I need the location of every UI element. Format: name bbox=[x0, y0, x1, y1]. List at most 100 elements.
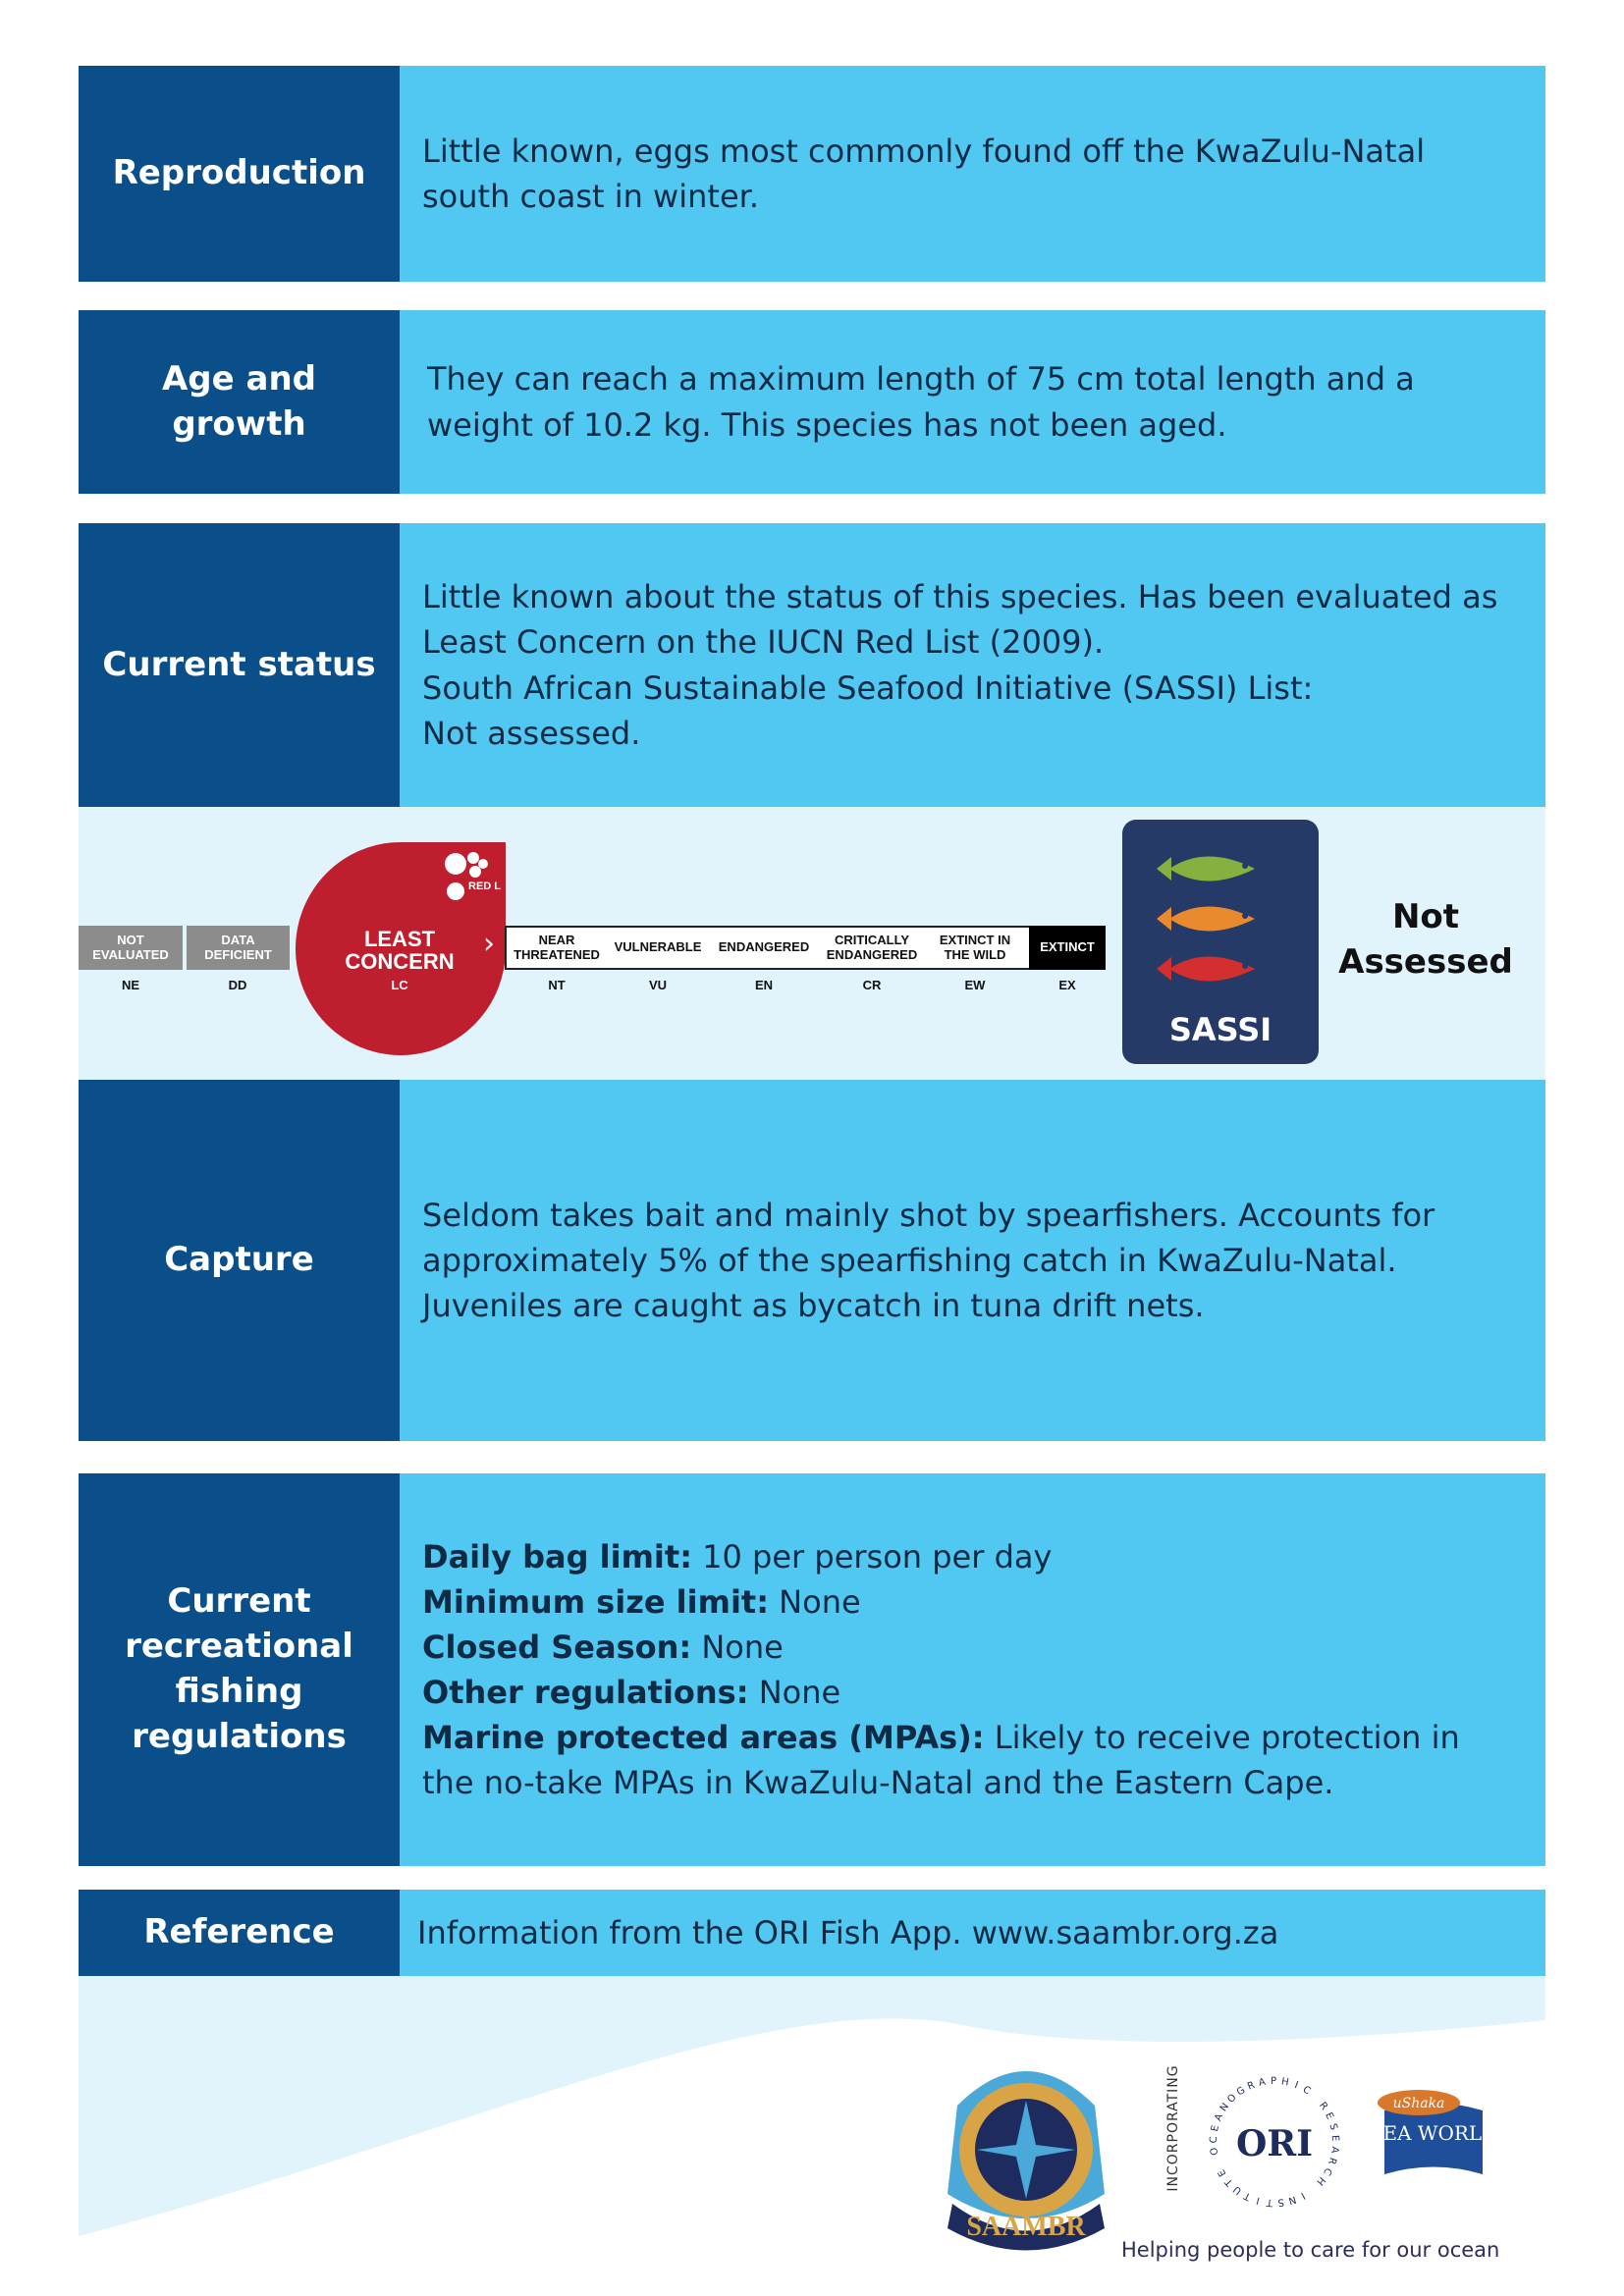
section-label: Reproduction bbox=[79, 66, 400, 282]
section-label: Age and growth bbox=[79, 310, 400, 494]
svg-text:R: R bbox=[1326, 2156, 1338, 2165]
section-label: Current recreational fishing regulations bbox=[79, 1473, 400, 1866]
sassi-status: Not Assessed bbox=[1338, 897, 1513, 982]
section-text: Seldom takes bait and mainly shot by spe… bbox=[422, 1196, 1435, 1325]
svg-text:S: S bbox=[1326, 2122, 1338, 2131]
svg-text:E: E bbox=[1210, 2124, 1221, 2133]
regulation-key: Minimum size limit: bbox=[422, 1582, 769, 1621]
tagline: Helping people to care for our ocean bbox=[1121, 2238, 1500, 2262]
section-reference: Reference Information from the ORI Fish … bbox=[79, 1890, 1545, 1976]
iucn-category: VULNERABLE bbox=[614, 939, 702, 955]
svg-text:A: A bbox=[1328, 2146, 1340, 2154]
regulation-item: Minimum size limit: None bbox=[422, 1579, 1516, 1625]
svg-text:O: O bbox=[1209, 2147, 1220, 2157]
regulation-key: Daily bag limit: bbox=[422, 1537, 692, 1575]
section-text: Little known, eggs most commonly found o… bbox=[422, 132, 1426, 215]
svg-text:C: C bbox=[1301, 2084, 1313, 2097]
section-text: South African Sustainable Seafood Initia… bbox=[422, 668, 1314, 707]
red-list-text: RED LIST bbox=[468, 881, 501, 892]
regulation-item: Daily bag limit: 10 per person per day bbox=[422, 1534, 1516, 1579]
regulation-value: None bbox=[769, 1582, 861, 1621]
section-current-status: Current status Little known about the st… bbox=[79, 523, 1545, 807]
svg-text:uShaka: uShaka bbox=[1393, 2096, 1445, 2111]
svg-text:I: I bbox=[1256, 2195, 1262, 2206]
iucn-category: ENDANGERED bbox=[718, 939, 810, 955]
saambr-text: SAAMBR bbox=[966, 2212, 1086, 2242]
regulation-value: Likely to receive protection in the no-t… bbox=[422, 1719, 1460, 1802]
iucn-code: EN bbox=[754, 978, 774, 992]
iucn-code: NT bbox=[548, 978, 566, 992]
section-text: They can reach a maximum length of 75 cm… bbox=[427, 360, 1415, 444]
iucn-category: CRITICALLY ENDANGERED bbox=[826, 932, 918, 962]
iucn-code: LC bbox=[391, 978, 408, 992]
svg-text:G: G bbox=[1235, 2085, 1248, 2098]
regulation-value: None bbox=[748, 1674, 841, 1711]
svg-text:SEA WORLD: SEA WORLD bbox=[1375, 2121, 1488, 2145]
svg-text:I: I bbox=[1299, 2190, 1307, 2201]
regulation-value: None bbox=[691, 1628, 784, 1666]
section-age-growth: Age and growth They can reach a maximum … bbox=[79, 310, 1545, 494]
saambr-logo: SAAMBR bbox=[947, 2071, 1105, 2251]
section-capture: Capture Seldom takes bait and mainly sho… bbox=[79, 1080, 1545, 1441]
svg-text:T: T bbox=[1266, 2196, 1274, 2208]
svg-text:E: E bbox=[1329, 2135, 1340, 2142]
svg-text:E: E bbox=[1323, 2111, 1335, 2121]
iucn-code: VU bbox=[648, 978, 668, 992]
svg-text:I: I bbox=[1293, 2080, 1300, 2091]
section-label: Current status bbox=[79, 523, 400, 807]
sassi-logo: SASSI bbox=[1122, 820, 1319, 1064]
fish-icon bbox=[1157, 856, 1255, 982]
svg-text:N: N bbox=[1287, 2193, 1297, 2206]
section-text: Little known about the status of this sp… bbox=[422, 578, 1498, 662]
svg-text:P: P bbox=[1271, 2076, 1276, 2087]
ori-text: ORI bbox=[1236, 2123, 1313, 2164]
svg-text:E: E bbox=[1217, 2167, 1229, 2178]
iucn-code: NE bbox=[121, 978, 140, 992]
svg-text:H: H bbox=[1314, 2174, 1326, 2187]
regulation-key: Marine protected areas (MPAs): bbox=[422, 1719, 985, 1757]
red-list-logo-icon: RED LIST bbox=[438, 850, 517, 909]
regulation-item: Closed Season: None bbox=[422, 1625, 1516, 1670]
svg-text:O: O bbox=[1225, 2092, 1238, 2105]
section-text: Not assessed. bbox=[422, 714, 641, 752]
iucn-least-concern-label: LEAST CONCERN bbox=[345, 927, 455, 975]
section-label: Capture bbox=[79, 1080, 400, 1441]
incorporating-text: INCORPORATING bbox=[1165, 2064, 1181, 2192]
chevron-right-icon: › bbox=[483, 927, 495, 961]
svg-text:N: N bbox=[1218, 2102, 1231, 2113]
iucn-not-evaluated: NOT EVALUATED bbox=[79, 926, 183, 970]
iucn-code: EX bbox=[1058, 978, 1076, 992]
regulation-value: 10 per person per day bbox=[691, 1537, 1053, 1575]
svg-text:R: R bbox=[1246, 2080, 1257, 2093]
iucn-category: EXTINCT IN THE WILD bbox=[939, 932, 1011, 962]
svg-text:T: T bbox=[1242, 2189, 1254, 2202]
section-regulations: Current recreational fishing regulations… bbox=[79, 1473, 1545, 1866]
svg-text:R: R bbox=[1317, 2101, 1329, 2112]
iucn-data-deficient: DATA DEFICIENT bbox=[187, 926, 290, 970]
svg-text:A: A bbox=[1258, 2077, 1267, 2089]
svg-text:A: A bbox=[1213, 2112, 1225, 2123]
regulation-key: Other regulations: bbox=[422, 1674, 749, 1711]
svg-text:H: H bbox=[1280, 2076, 1289, 2088]
iucn-threat-bar bbox=[505, 926, 1106, 970]
section-label: Reference bbox=[79, 1890, 400, 1976]
section-reproduction: Reproduction Little known, eggs most com… bbox=[79, 66, 1545, 282]
iucn-least-concern-marker bbox=[296, 842, 506, 1055]
ushaka-seaworld-logo: uShaka SEA WORLD bbox=[1375, 2090, 1488, 2174]
svg-text:C: C bbox=[1209, 2136, 1219, 2143]
svg-text:U: U bbox=[1231, 2183, 1244, 2196]
iucn-code: EW bbox=[964, 978, 986, 992]
svg-text:C: C bbox=[1321, 2165, 1333, 2176]
reference-text: Information from the ORI Fish App. www.s… bbox=[417, 1913, 1279, 1951]
iucn-code: DD bbox=[228, 978, 247, 992]
iucn-category: NEAR THREATENED bbox=[514, 932, 600, 962]
iucn-code: CR bbox=[862, 978, 882, 992]
regulation-key: Closed Season: bbox=[422, 1628, 692, 1666]
iucn-extinct: EXTINCT bbox=[1029, 926, 1106, 970]
footer-wave bbox=[79, 1976, 1545, 2236]
svg-text:T: T bbox=[1222, 2175, 1236, 2188]
regulation-item: Marine protected areas (MPAs): Likely to… bbox=[422, 1715, 1516, 1805]
regulation-item: Other regulations: None bbox=[422, 1670, 1516, 1715]
svg-text:S: S bbox=[1277, 2196, 1285, 2208]
